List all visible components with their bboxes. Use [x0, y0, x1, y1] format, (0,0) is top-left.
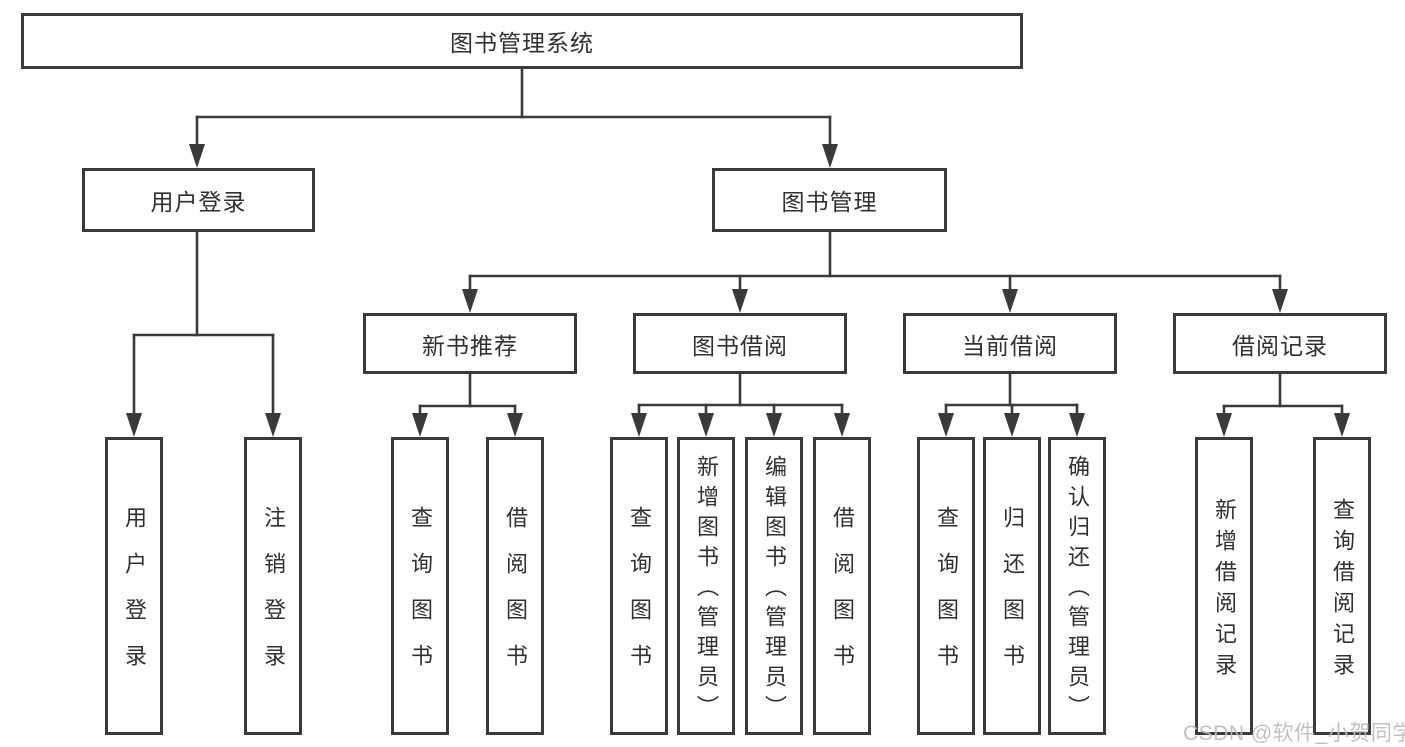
node-label: 用户登录	[122, 506, 147, 690]
leaf-query-books-borrow: 查询图书	[610, 437, 668, 735]
node-label: 注销登录	[261, 506, 286, 690]
node-label: 确认归还（管理员）	[1065, 455, 1090, 725]
leaf-query-books-current: 查询图书	[917, 437, 975, 735]
leaf-borrow-books: 借阅图书	[813, 437, 871, 735]
leaf-user-login: 用户登录	[105, 437, 163, 735]
csdn-watermark: CSDN @软件_小贺同学	[1183, 722, 1405, 745]
leaf-edit-book-admin: 编辑图书（管理员）	[745, 437, 803, 735]
node-borrow-records: 借阅记录	[1173, 313, 1387, 374]
leaf-query-borrow-record: 查询借阅记录	[1313, 437, 1371, 735]
node-label: 新增借阅记录	[1212, 497, 1237, 684]
node-book-borrow: 图书借阅	[633, 313, 847, 374]
node-label: 借阅图书	[503, 506, 528, 690]
node-label: 查询借阅记录	[1330, 497, 1355, 684]
node-book-management: 图书管理	[712, 168, 947, 232]
node-label: 归还图书	[1000, 506, 1025, 690]
node-label: 编辑图书（管理员）	[762, 455, 787, 725]
node-user-login: 用户登录	[82, 168, 315, 232]
leaf-logout: 注销登录	[244, 437, 302, 735]
node-label: 图书管理系统	[450, 30, 594, 56]
node-label: 查询图书	[627, 506, 652, 690]
node-new-book-recommend: 新书推荐	[363, 313, 577, 374]
node-label: 新书推荐	[422, 332, 518, 359]
node-label: 用户登录	[150, 189, 247, 215]
node-label: 查询图书	[408, 506, 433, 690]
node-label: 图书借阅	[692, 332, 788, 359]
node-current-borrow: 当前借阅	[903, 313, 1117, 374]
leaf-add-borrow-record: 新增借阅记录	[1195, 437, 1253, 735]
node-root-system: 图书管理系统	[21, 13, 1023, 69]
node-label: 当前借阅	[962, 332, 1058, 359]
node-label: 查询图书	[934, 506, 959, 690]
node-label: 新增图书（管理员）	[694, 455, 719, 725]
leaf-confirm-return-admin: 确认归还（管理员）	[1048, 437, 1106, 735]
leaf-add-book-admin: 新增图书（管理员）	[677, 437, 735, 735]
node-label: 借阅记录	[1232, 332, 1328, 359]
leaf-borrow-books-recommend: 借阅图书	[486, 437, 544, 735]
node-label: 借阅图书	[830, 506, 855, 690]
leaf-query-books-recommend: 查询图书	[391, 437, 449, 735]
leaf-return-book: 归还图书	[983, 437, 1041, 735]
node-label: 图书管理	[781, 189, 878, 215]
